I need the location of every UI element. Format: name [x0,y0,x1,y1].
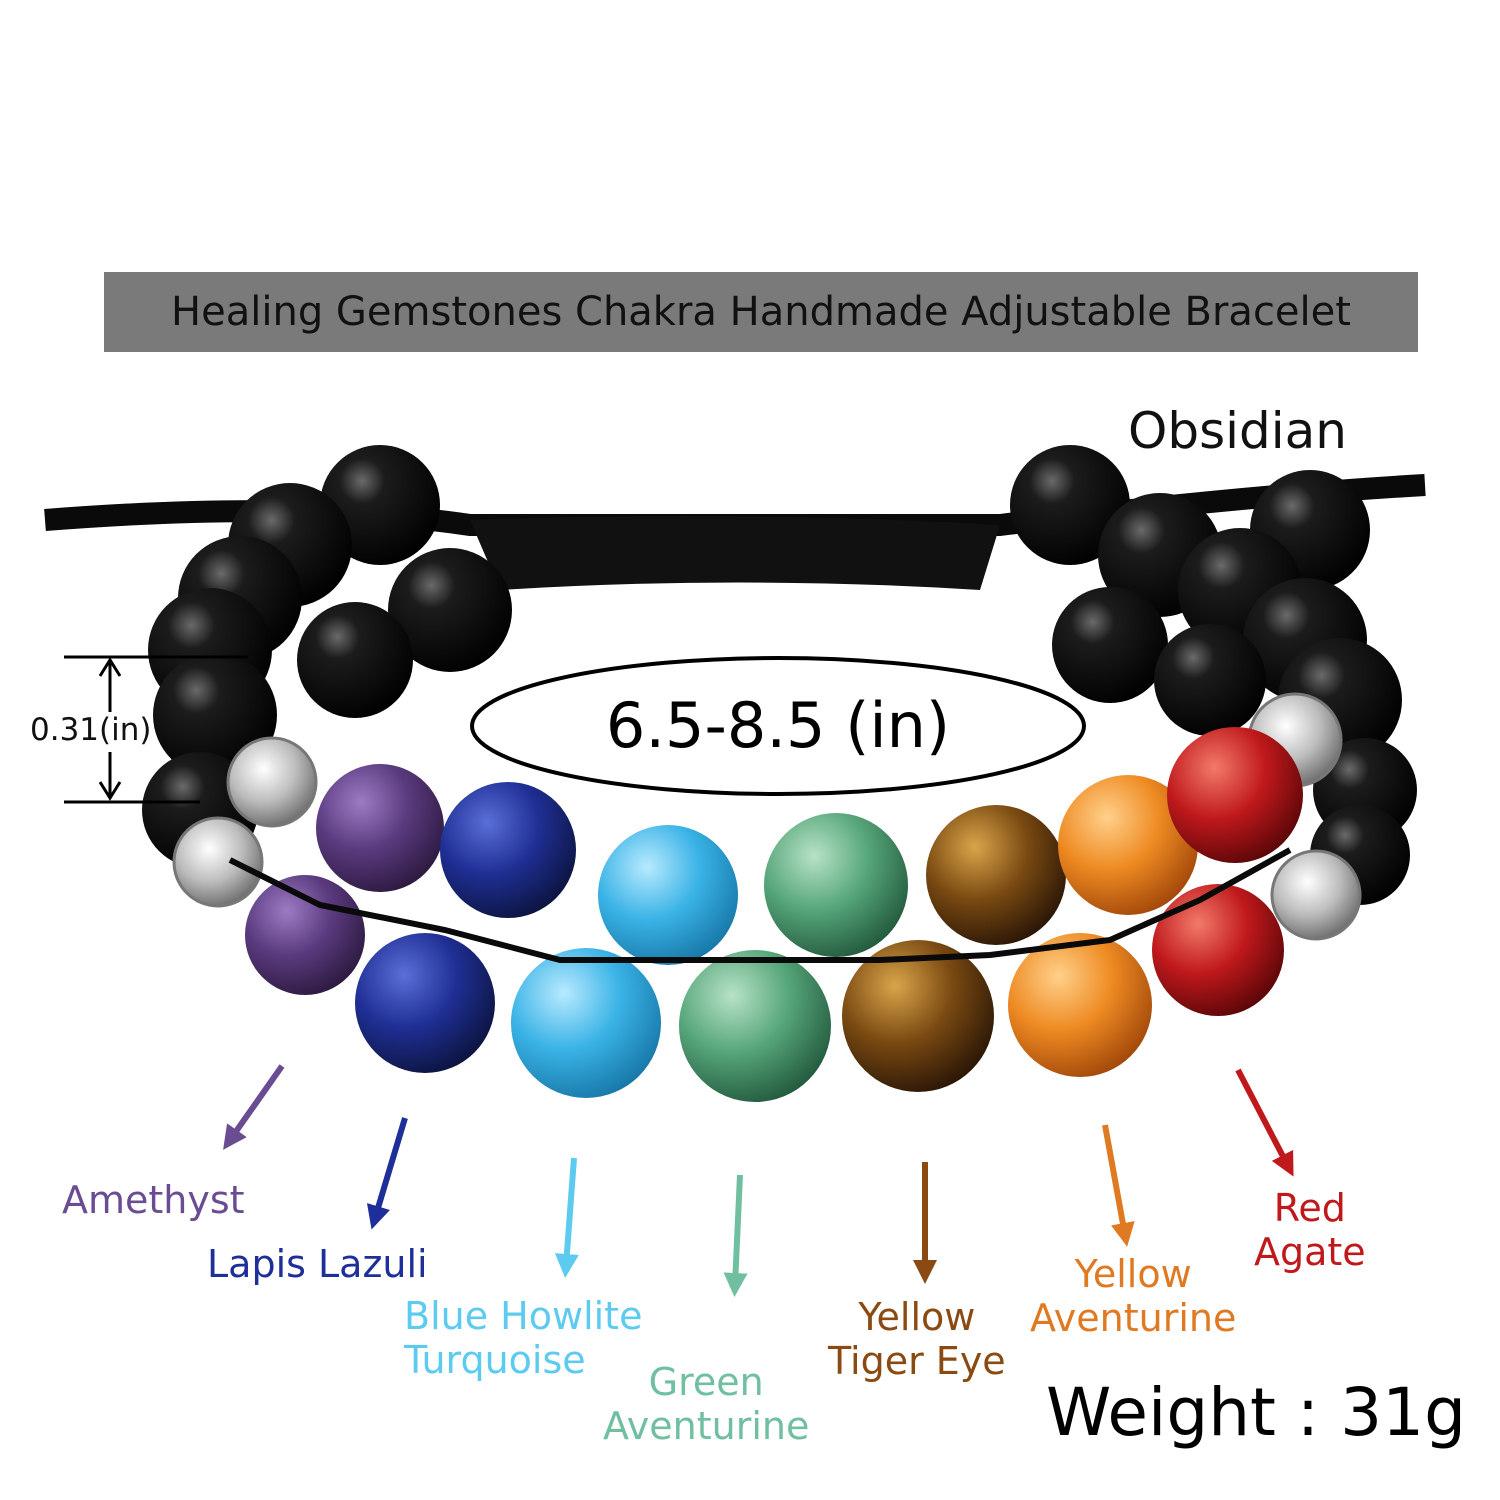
label-red-agate: Red Agate [1254,1186,1366,1274]
diameter-marker [64,655,248,804]
size-ellipse [470,656,1086,796]
silver-spacers [172,692,1362,941]
label-blue-howlite: Blue Howlite Turquoise [404,1294,643,1382]
chakra-beads-bottom-row [245,875,1284,1102]
label-green-aventurine: Green Aventurine [603,1360,810,1448]
size-range: 6.5-8.5 (in) [605,689,951,762]
obsidian-beads-right [1010,445,1417,905]
title-banner: Healing Gemstones Chakra Handmade Adjust… [104,272,1418,352]
label-lapis-lazuli: Lapis Lazuli [207,1242,428,1286]
weight-label: Weight : 31g [1046,1374,1467,1451]
label-amethyst: Amethyst [62,1178,245,1222]
label-tiger-eye: Yellow Tiger Eye [828,1295,1006,1383]
chakra-beads-top-row [316,727,1303,965]
bead-diameter: 0.31(in) [30,712,152,748]
bead-cord [228,847,1292,963]
macrame-knot [470,516,1000,590]
label-obsidian: Obsidian [1128,402,1347,460]
label-arrows [223,1064,1294,1297]
label-yellow-aventurine: Yellow Aventurine [1030,1252,1237,1340]
product-title: Healing Gemstones Chakra Handmade Adjust… [171,289,1351,335]
